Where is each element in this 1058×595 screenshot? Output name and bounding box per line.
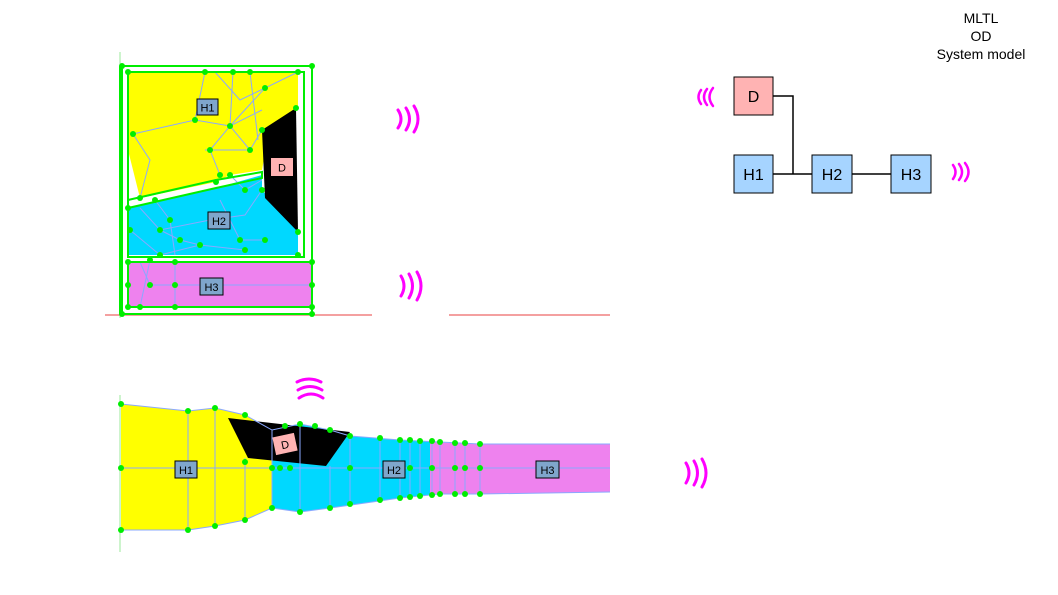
system-h3-arcs-icon (951, 161, 970, 183)
top-view: H1 D H2 H3 (105, 52, 610, 318)
title-line-3: System model (936, 46, 1026, 62)
system-node-h3: H3 (890, 154, 932, 194)
source-arcs (295, 86, 970, 489)
svg-text:D: D (748, 89, 760, 106)
side-view: H1 D H2 H3 (118, 395, 611, 552)
side-label-h1: H1 (174, 460, 198, 479)
side-h3-arcs-icon (684, 457, 708, 489)
top-label-h2: H2 (207, 211, 231, 230)
top-label-d: D (271, 158, 293, 176)
system-d-arcs-icon (697, 86, 715, 108)
diagram-title: MLTL OD System model (920, 9, 1042, 63)
top-h3-arcs-icon (399, 270, 423, 302)
svg-text:H2: H2 (387, 465, 401, 477)
svg-text:H3: H3 (204, 282, 218, 294)
system-node-h1: H1 (733, 154, 774, 194)
side-mesh-nodes (118, 401, 483, 533)
top-label-h1: H1 (196, 98, 219, 116)
top-label-h3: H3 (199, 277, 224, 296)
system-node-h2: H2 (811, 154, 853, 194)
system-node-d: D (733, 76, 774, 116)
svg-text:H3: H3 (901, 167, 922, 184)
svg-text:D: D (280, 439, 290, 452)
svg-text:H2: H2 (212, 216, 226, 228)
svg-text:D: D (278, 163, 286, 175)
top-h1-arcs-icon (396, 104, 420, 134)
title-line-2: OD (970, 28, 992, 44)
title-line-1: MLTL (963, 10, 999, 26)
svg-text:H2: H2 (822, 167, 843, 184)
system-model: D H1 H2 H3 (733, 76, 932, 194)
side-label-h2: H2 (382, 460, 406, 479)
top-region-h1 (128, 72, 298, 198)
system-model-connections (773, 95, 891, 175)
side-label-d: D (272, 432, 298, 456)
svg-text:H1: H1 (743, 167, 764, 184)
side-label-h3: H3 (535, 460, 560, 479)
svg-text:H3: H3 (540, 465, 554, 477)
svg-text:H1: H1 (200, 103, 214, 115)
svg-text:H1: H1 (179, 465, 193, 477)
top-mesh-nodes (119, 63, 315, 317)
side-d-arcs-icon (295, 377, 325, 400)
